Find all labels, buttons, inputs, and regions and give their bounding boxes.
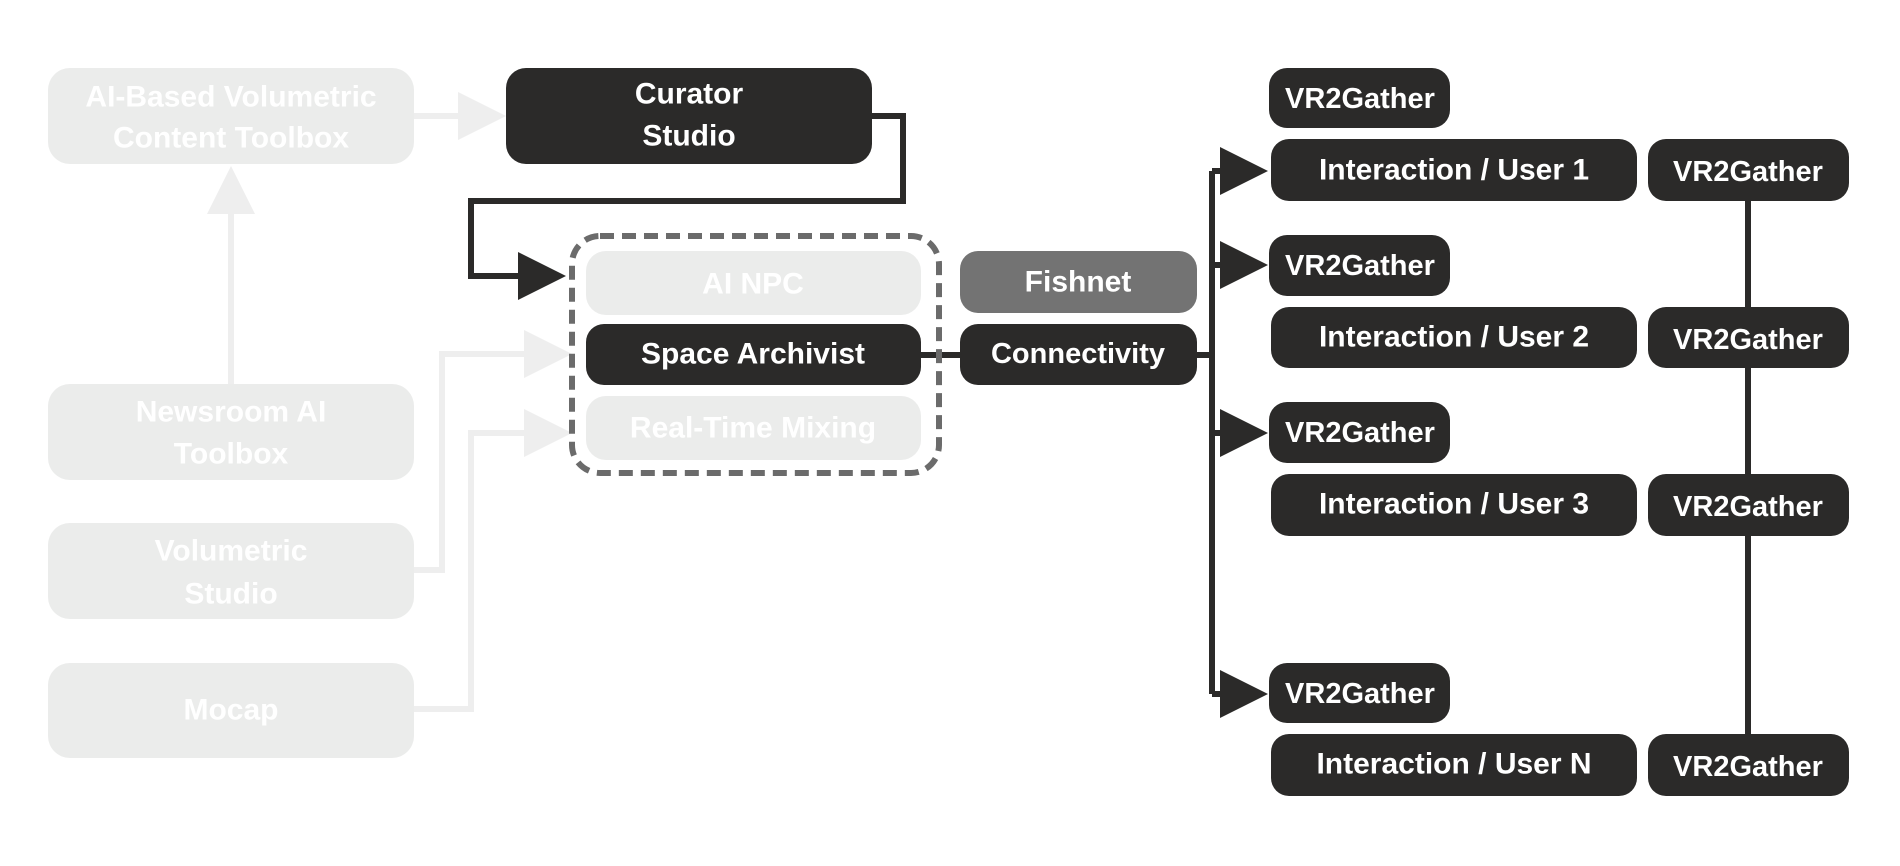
svg-text:VR2Gather: VR2Gather — [1673, 156, 1823, 188]
svg-text:VR2Gather: VR2Gather — [1285, 250, 1435, 282]
vr2gather-in — [1269, 68, 1450, 128]
interaction-box — [1271, 474, 1637, 536]
vr2gather-out — [1648, 307, 1849, 368]
node-ai-toolbox: AI-Based Volumetric Content Toolbox — [48, 68, 414, 164]
vr2gather-in — [1269, 663, 1450, 723]
group-border — [569, 233, 942, 476]
user-row-2: VR2Gather Interaction / User 2 VR2Gather — [1269, 235, 1849, 368]
svg-text:AI NPC: AI NPC — [702, 268, 804, 301]
svg-text:VR2Gather: VR2Gather — [1285, 83, 1435, 115]
svg-text:Connectivity: Connectivity — [991, 338, 1165, 370]
user-row-n: VR2Gather Interaction / User N VR2Gather — [1269, 663, 1849, 796]
svg-text:Space Archivist: Space Archivist — [641, 338, 865, 371]
svg-text:Curator: Curator — [635, 78, 744, 111]
arrow-mocap-to-group — [414, 409, 572, 712]
interaction-box — [1271, 307, 1637, 368]
node-mocap: Mocap — [48, 663, 414, 758]
svg-text:Mocap: Mocap — [183, 694, 278, 727]
vr2gather-in — [1269, 402, 1450, 463]
svg-text:Toolbox: Toolbox — [174, 438, 289, 471]
svg-text:VR2Gather: VR2Gather — [1673, 324, 1823, 356]
node-space-archivist: Space Archivist — [586, 324, 921, 385]
arrow-curator-to-group — [468, 113, 906, 300]
svg-text:VR2Gather: VR2Gather — [1285, 678, 1435, 710]
svg-text:Fishnet: Fishnet — [1025, 266, 1132, 299]
node-connectivity: Connectivity — [960, 324, 1197, 385]
svg-text:Real-Time Mixing: Real-Time Mixing — [630, 412, 876, 445]
vr2gather-out — [1648, 139, 1849, 201]
svg-text:Studio: Studio — [642, 120, 735, 153]
user-row-1: VR2Gather Interaction / User 1 VR2Gather — [1269, 68, 1849, 201]
svg-text:Interaction / User 3: Interaction / User 3 — [1319, 488, 1589, 521]
connectivity-bus — [1197, 171, 1215, 694]
vr2gather-in — [1269, 235, 1450, 296]
svg-text:Newsroom AI: Newsroom AI — [136, 396, 327, 429]
interaction-box — [1271, 734, 1637, 796]
user-row-3: VR2Gather Interaction / User 3 VR2Gather — [1269, 402, 1849, 536]
svg-text:Interaction / User N: Interaction / User N — [1316, 748, 1591, 781]
node-newsroom: Newsroom AI Toolbox — [48, 384, 414, 480]
vr2gather-out — [1648, 474, 1849, 536]
svg-text:VR2Gather: VR2Gather — [1673, 751, 1823, 783]
vr2gather-out — [1648, 734, 1849, 796]
node-curator-studio: Curator Studio — [506, 68, 872, 164]
svg-text:Interaction / User 1: Interaction / User 1 — [1319, 154, 1589, 187]
arrow-volumetric-to-group — [414, 330, 572, 573]
node-volumetric-studio: Volumetric Studio — [48, 523, 414, 619]
svg-text:VR2Gather: VR2Gather — [1673, 491, 1823, 523]
svg-text:Interaction / User 2: Interaction / User 2 — [1319, 321, 1589, 354]
interaction-box — [1271, 139, 1637, 201]
svg-text:Studio: Studio — [184, 578, 277, 611]
node-realtime-mixing: Real-Time Mixing — [586, 396, 921, 460]
svg-text:Volumetric: Volumetric — [155, 535, 308, 568]
svg-text:Content Toolbox: Content Toolbox — [113, 122, 349, 155]
node-ai-npc: AI NPC — [586, 251, 921, 315]
node-fishnet: Fishnet — [960, 251, 1197, 313]
svg-text:AI-Based Volumetric: AI-Based Volumetric — [85, 81, 376, 114]
svg-text:VR2Gather: VR2Gather — [1285, 417, 1435, 449]
